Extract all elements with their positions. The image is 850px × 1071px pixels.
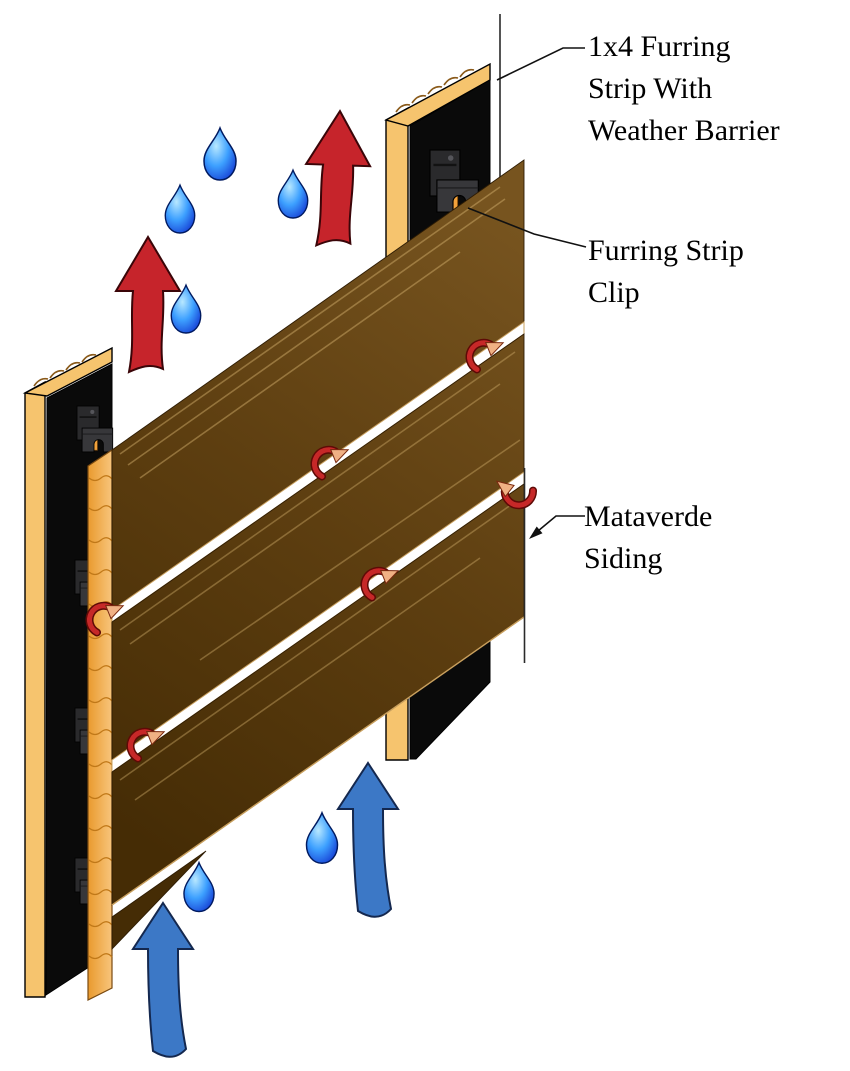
board-3-grain-streaks [119,501,516,801]
board-3-bottom-edge [111,616,525,906]
cool-air-arrow-right [337,762,399,918]
label-line: Mataverde [584,500,713,533]
furring-top-grain [22,346,113,397]
siding-end-grain [87,448,113,1001]
label-line: Clip [588,276,640,309]
leader-arrowhead [529,526,543,539]
label-furring-strip: 1x4 Furring Strip With Weather Barrier [588,26,780,152]
cool-air-arrow-left [132,902,194,1058]
board-2-grain-streaks [119,351,521,661]
label-line: Weather Barrier [588,114,780,147]
water-droplet-1 [203,127,237,181]
leader-line-clip [467,207,587,248]
label-line: Furring Strip [588,234,744,267]
grain-marks [33,353,97,387]
label-line: 1x4 Furring [588,30,731,63]
water-droplet-4 [170,284,202,334]
board-1-grain-streaks [119,186,506,479]
water-droplet-2 [164,184,196,234]
warm-air-arrow-left [115,236,181,373]
water-droplet-5 [183,861,215,913]
leader-line-furring-strip [496,47,585,81]
label-line: Siding [584,542,663,575]
siding-board-4-stub [111,850,207,951]
label-mataverde-siding: Mataverde Siding [584,496,712,580]
leader-line-siding [529,515,585,539]
grain-marks [395,68,475,113]
water-droplet-3 [277,169,309,219]
label-furring-clip: Furring Strip Clip [588,230,744,314]
furring-edge [24,380,46,998]
mataverde-siding [111,159,525,951]
warm-air-arrow-right [302,109,373,249]
label-line: Strip With [588,72,713,105]
water-droplet-6 [305,812,339,864]
